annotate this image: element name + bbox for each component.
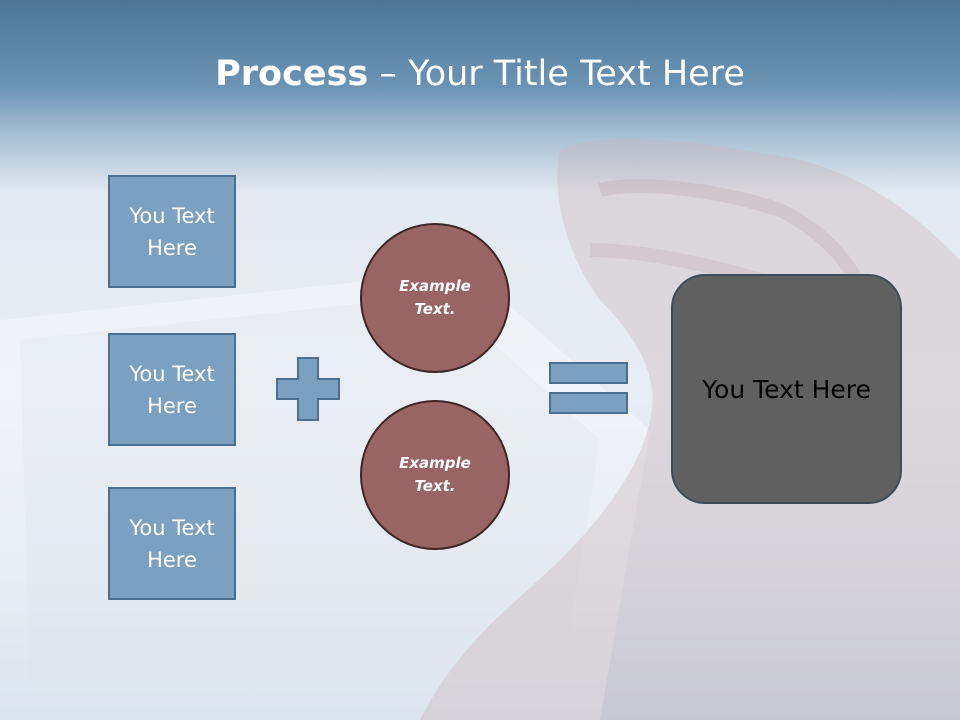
slide-title: Process – Your Title Text Here bbox=[0, 52, 960, 96]
title-rest: – Your Title Text Here bbox=[368, 54, 745, 94]
title-bold: Process bbox=[215, 54, 369, 94]
text-box-1-line1: You Text bbox=[129, 203, 215, 228]
text-box-3-line2: Here bbox=[147, 547, 197, 572]
result-box-label: You Text Here bbox=[702, 374, 871, 404]
text-box-3-line1: You Text bbox=[129, 515, 215, 540]
plus-icon bbox=[276, 357, 340, 421]
example-circle-2-line2: Text. bbox=[414, 477, 456, 495]
result-box: You Text Here bbox=[671, 274, 902, 504]
example-circle-1-line2: Text. bbox=[414, 300, 456, 318]
example-circle-1-line1: Example bbox=[399, 277, 471, 295]
example-circle-2-line1: Example bbox=[399, 454, 471, 472]
text-box-2-line2: Here bbox=[147, 393, 197, 418]
text-box-2-line1: You Text bbox=[129, 361, 215, 386]
equals-icon bbox=[549, 362, 628, 414]
text-box-1-line2: Here bbox=[147, 235, 197, 260]
